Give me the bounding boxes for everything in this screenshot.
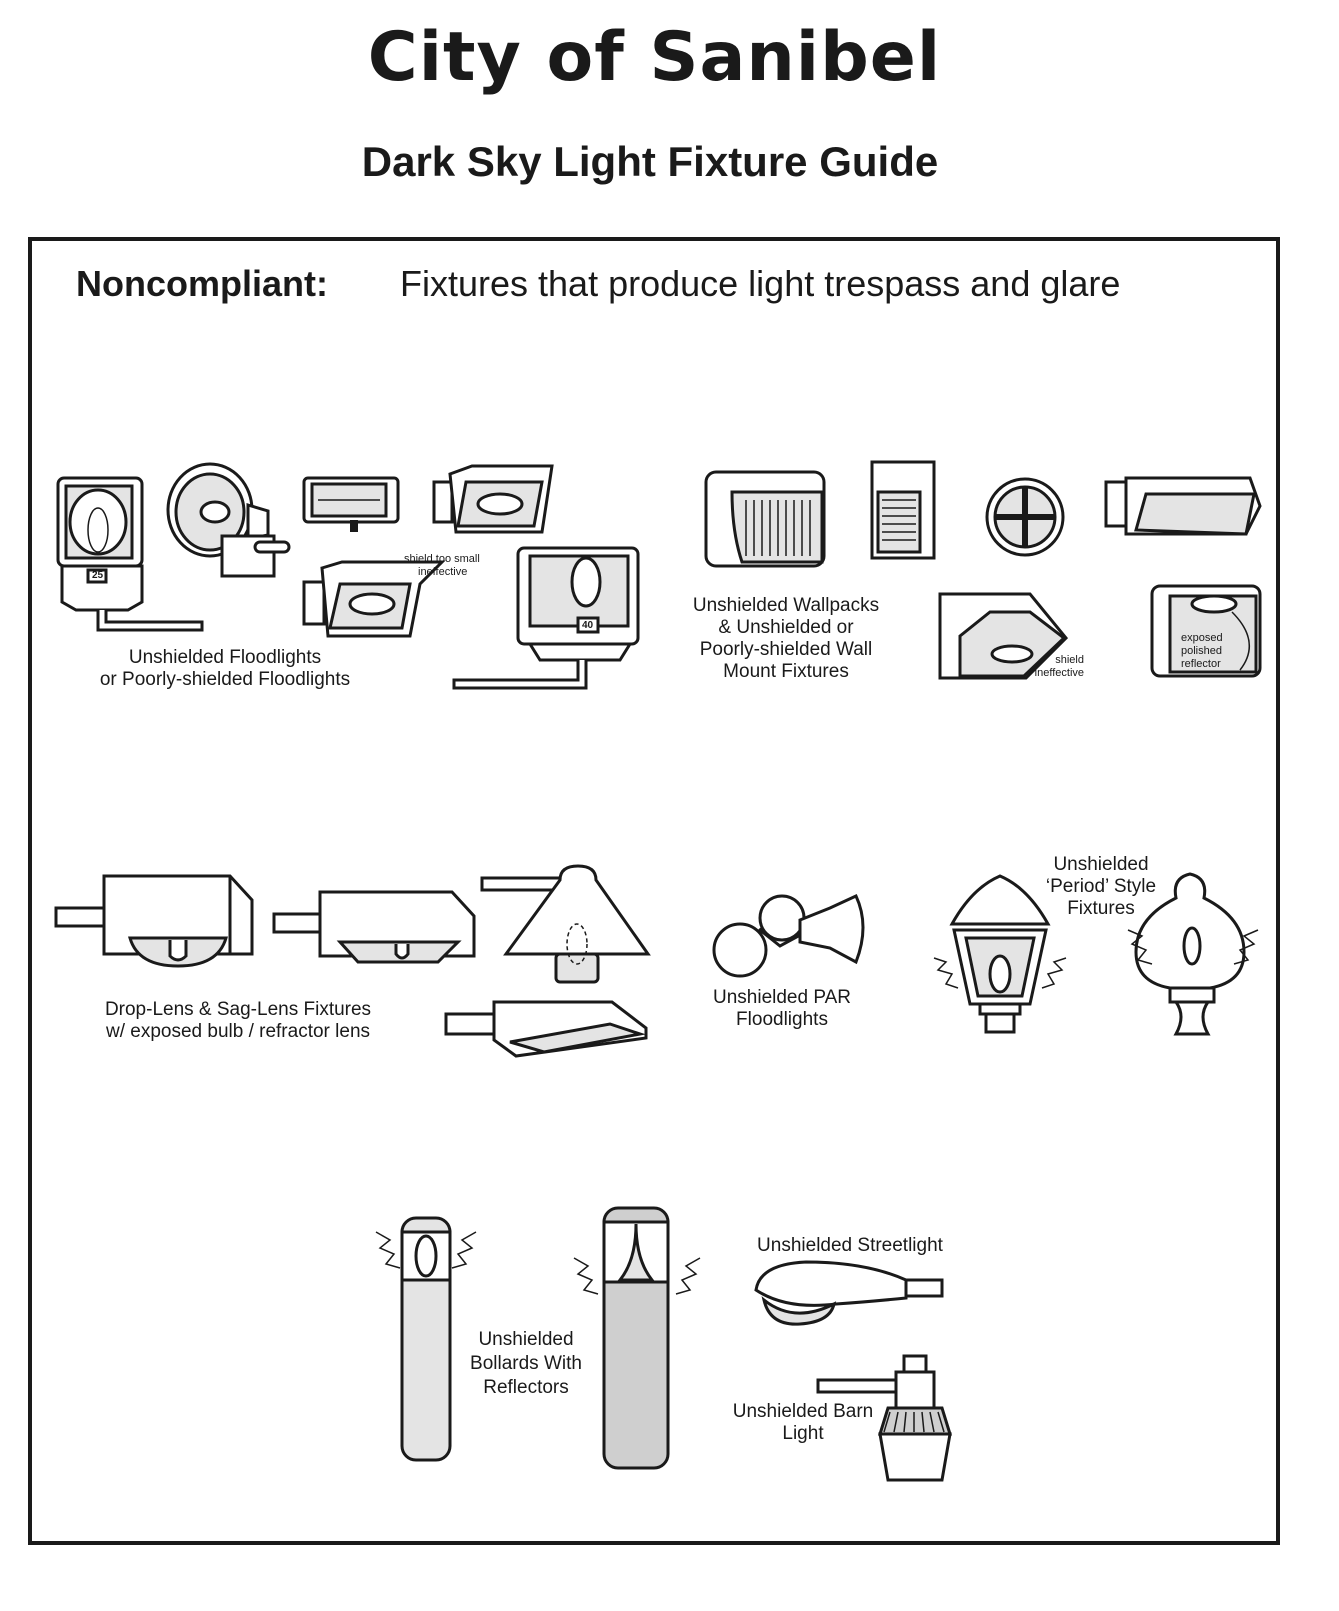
period-lantern-illustration	[933, 874, 1067, 1034]
droplens-illustration-1	[54, 874, 254, 968]
wallpack-illustration-shield	[938, 592, 1069, 680]
label-line: Unshielded PAR	[712, 987, 852, 1008]
label-line: Floodlights	[736, 1009, 828, 1030]
par-label: Unshielded PAR Floodlights	[713, 987, 851, 1031]
floodlight-note-line: shield too small	[404, 553, 480, 565]
wallpack-reflector-note: exposed polished reflector	[1181, 632, 1223, 671]
bollard-illustration-2	[573, 1206, 701, 1470]
droplens-label: Drop-Lens & Sag-Lens Fixtures w/ exposed…	[105, 999, 371, 1043]
droplens-illustration-sag	[444, 1000, 648, 1058]
label-line: Unshielded Wallpacks	[692, 595, 880, 616]
period-label: Unshielded ‘Period’ Style Fixtures	[1046, 854, 1156, 920]
floodlights-label: Unshielded Floodlights or Poorly-shielde…	[100, 647, 350, 691]
wallpack-illustration-1	[704, 470, 826, 568]
section-description: Fixtures that produce light trespass and…	[400, 263, 1121, 304]
droplens-illustration-cone	[480, 864, 651, 984]
note-line: exposed	[1181, 632, 1223, 644]
label-line: Light	[782, 1423, 824, 1444]
droplens-illustration-2	[272, 890, 476, 964]
label-line: Unshielded	[478, 1329, 574, 1350]
streetlight-label: Unshielded Streetlight	[757, 1235, 943, 1256]
barn-light-label: Unshielded Barn Light	[733, 1401, 873, 1445]
par-floodlight-illustration	[712, 894, 865, 978]
label-line: Unshielded	[1053, 854, 1149, 875]
label-line: Fixtures	[1067, 898, 1135, 919]
label-line: Drop-Lens & Sag-Lens Fixtures	[104, 999, 372, 1020]
period-globe-illustration	[1127, 872, 1259, 1036]
wallpack-shield-note: shield ineffective	[1034, 654, 1084, 680]
barn-light-illustration	[816, 1354, 953, 1482]
label-line: ‘Period’ Style	[1045, 876, 1157, 897]
wallpacks-label: Unshielded Wallpacks & Unshielded or Poo…	[693, 595, 879, 683]
label-line: w/ exposed bulb / refractor lens	[105, 1021, 371, 1042]
label-line: Unshielded Floodlights	[128, 647, 322, 668]
floodlight-note-line: ineffective	[418, 566, 468, 578]
fixture-number-25: 25	[92, 570, 104, 581]
note-line: polished	[1181, 645, 1222, 657]
floodlight-illustration-rect	[302, 476, 400, 532]
note-line: ineffective	[1034, 667, 1084, 679]
bollards-label: Unshielded Bollards With Reflectors	[470, 1328, 582, 1400]
floodlight-illustration-shielded	[302, 560, 446, 638]
streetlight-illustration	[754, 1260, 944, 1326]
floodlight-illustration-round	[166, 462, 291, 578]
wallpack-illustration-2	[870, 460, 936, 560]
wallpack-illustration-reflector	[1150, 584, 1262, 678]
label-line: & Unshielded or	[718, 617, 854, 638]
floodlight-note: shield too small ineffective	[404, 553, 480, 579]
page-title: City of Sanibel	[367, 18, 942, 97]
guide-frame	[28, 237, 1280, 1545]
bollard-illustration-1	[375, 1216, 477, 1462]
page-subtitle: Dark Sky Light Fixture Guide	[361, 138, 939, 185]
section-label: Noncompliant:	[76, 263, 328, 304]
wallpack-illustration-4	[1104, 476, 1262, 536]
label-line: Reflectors	[483, 1377, 569, 1398]
fixture-number-40: 40	[582, 620, 594, 631]
label-line: Poorly-shielded Wall	[699, 639, 873, 660]
label-line: Unshielded Barn	[732, 1401, 874, 1422]
label-line: Mount Fixtures	[723, 661, 849, 682]
floodlight-illustration-wall	[432, 464, 554, 534]
label-line: Bollards With	[470, 1353, 582, 1374]
wallpack-illustration-round	[985, 477, 1065, 557]
floodlight-illustration-25	[56, 476, 204, 632]
note-line: reflector	[1181, 658, 1221, 670]
label-line: or Poorly-shielded Floodlights	[99, 669, 351, 690]
note-line: shield	[1055, 654, 1084, 666]
floodlight-illustration-40	[452, 546, 640, 690]
